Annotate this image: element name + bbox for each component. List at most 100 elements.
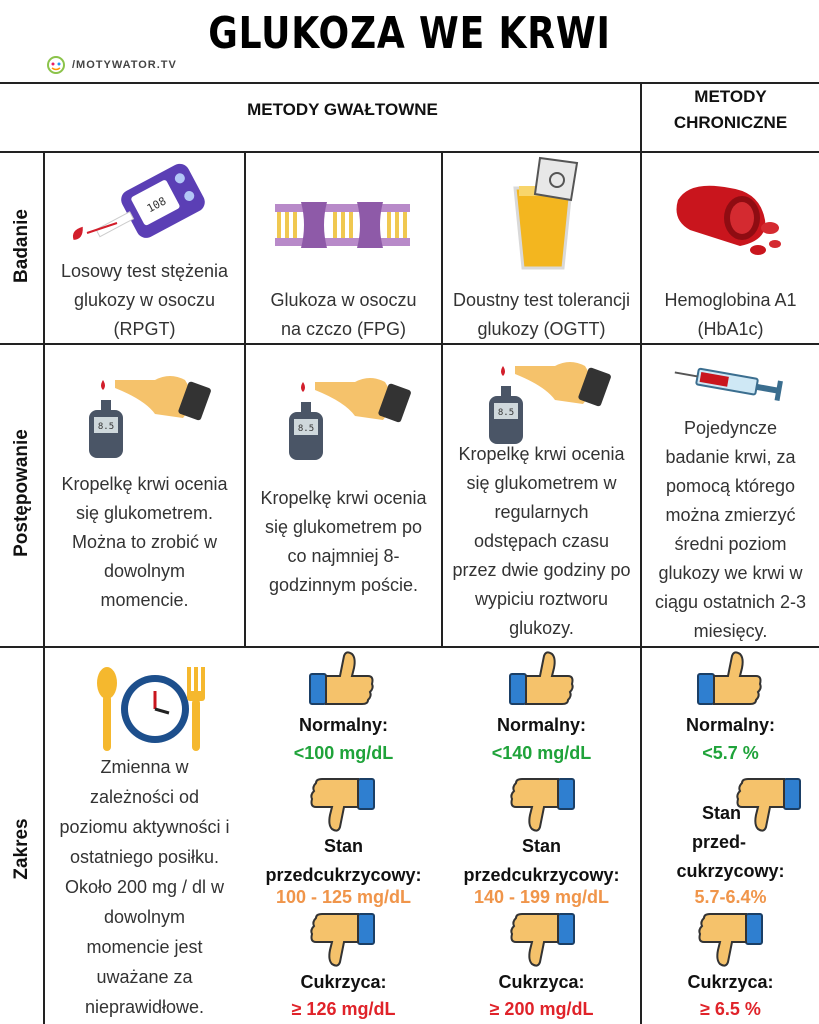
text-line: ciągu ostatnich 2-3 [654, 592, 807, 612]
text-line: Kropelkę krwi ocenia [458, 444, 625, 464]
text-line: uważane za [96, 967, 193, 987]
normal-value: <140 mg/dL [491, 743, 592, 763]
header-chronic-line2: CHRONICZNE [673, 113, 788, 132]
meter-display: 8.5 [98, 422, 114, 432]
text-line: wypiciu roztworu [474, 589, 609, 609]
cell-membrane-icon [275, 202, 410, 248]
normal-label: Normalny: [496, 715, 586, 735]
meter-display: 8.5 [298, 424, 314, 434]
header-acute-methods: METODY GWAŁTOWNE [247, 100, 438, 119]
text-line: poziomu aktywności i [59, 817, 230, 837]
text-line: się glukometrem. [75, 503, 214, 523]
prediabetes-value: 140 - 199 mg/dL [473, 887, 610, 907]
text-line: dowolnym [103, 907, 186, 927]
procedure-ogtt: Kropelkę krwi ocenia się glukometrem w r… [443, 440, 640, 643]
text-line: można zmierzyć [665, 505, 796, 525]
text-line: (HbA1c) [697, 319, 764, 339]
logo-text: /MOTYWATOR.TV [72, 59, 177, 71]
text-line: miesięcy. [693, 621, 768, 641]
logo-icon [47, 56, 65, 74]
text-line: średni poziom [674, 534, 787, 554]
prediabetes-label-line3: cukrzycowy: [676, 861, 785, 881]
text-line: się glukometrem w [466, 473, 617, 493]
prediabetes-label-line2: przedcukrzycowy: [463, 865, 620, 885]
diabetes-value: ≥ 6.5 % [700, 999, 761, 1019]
prediabetes-value: 5.7-6.4% [694, 887, 767, 907]
prediabetes-label-line1: Stan [702, 803, 742, 823]
text-line: Można to zrobić w [71, 532, 218, 552]
text-line: zależności od [89, 787, 200, 807]
test-name-ogtt: Doustny test tolerancji glukozy (OGTT) [443, 286, 640, 344]
glucose-drink-icon [513, 156, 579, 270]
diabetes-label: Cukrzyca: [498, 972, 585, 992]
prediabetes-label: Stan przed- cukrzycowy: [642, 799, 819, 886]
text-line: Losowy test stężenia [60, 261, 229, 281]
text-line: badanie krwi, za [665, 447, 796, 467]
text-line: glukozy. [509, 618, 574, 638]
thumbs-sideways-icon [510, 778, 575, 832]
syringe-icon [674, 367, 783, 402]
text-line: Kropelkę krwi ocenia [61, 474, 228, 494]
text-line: odstępach czasu [473, 531, 610, 551]
normal-label: Normalny: [685, 715, 775, 735]
prediabetes-label: Stan przedcukrzycowy: [246, 836, 441, 886]
prediabetes-value: 100 - 125 mg/dL [275, 887, 412, 907]
diabetes-label: Cukrzyca: [687, 972, 774, 992]
meal-clock-icon [97, 667, 205, 751]
text-line: przez dwie godziny po [452, 560, 631, 580]
normal-value: <5.7 % [702, 743, 759, 763]
thumbs-down-icon [698, 913, 763, 967]
logo: /MOTYWATOR.TV [44, 55, 177, 75]
grid-line [640, 82, 642, 1024]
grid-line [0, 82, 819, 84]
text-line: ostatniego posiłku. [69, 847, 220, 867]
procedure-hba1c: Pojedyncze badanie krwi, za pomocą które… [642, 414, 819, 646]
glucometer-icon: 108 [72, 163, 205, 240]
thumbs-up-icon [309, 651, 374, 705]
text-line: na czczo (FPG) [280, 319, 407, 339]
grid-line [0, 151, 819, 153]
text-line: glukozy we krwi w [658, 563, 803, 583]
prediabetes-label: Stan przedcukrzycowy: [443, 836, 640, 886]
text-line: Glukoza w osoczu [270, 290, 417, 310]
text-line: Doustny test tolerancji [452, 290, 631, 310]
page-title: GLUKOZA WE KRWI [208, 8, 611, 59]
finger-prick-icon: 8.5 [489, 362, 611, 444]
range-rpgt: Zmienna w zależności od poziomu aktywnoś… [45, 752, 244, 1022]
grid-line [43, 151, 45, 1024]
diabetes-value: ≥ 200 mg/dL [489, 999, 594, 1019]
test-name-fpg: Glukoza w osoczu na czczo (FPG) [246, 286, 441, 344]
diabetes-value: ≥ 126 mg/dL [291, 999, 396, 1019]
text-line: momencie jest [86, 937, 203, 957]
test-name-hba1c: Hemoglobina A1 (HbA1c) [642, 286, 819, 344]
grid-line [0, 646, 819, 648]
prediabetes-label-line1: Stan [323, 836, 363, 856]
text-line: glukozy w osoczu [73, 290, 216, 310]
normal-label: Normalny: [298, 715, 388, 735]
text-line: nieprawidłowe. [84, 997, 205, 1017]
red-blood-cells-icon [676, 185, 781, 255]
text-line: momencie. [100, 590, 189, 610]
text-line: regularnych [494, 502, 589, 522]
text-line: dowolnym [103, 561, 186, 581]
thumbs-down-icon [510, 913, 575, 967]
row-label-range: Zakres [11, 818, 32, 880]
prediabetes-label-line2: przedcukrzycowy: [265, 865, 422, 885]
prediabetes-label-line1: Stan [521, 836, 561, 856]
header-chronic-line1: METODY [694, 87, 767, 106]
grid-line [244, 151, 246, 646]
normal-value: <100 mg/dL [293, 743, 394, 763]
diabetes-label: Cukrzyca: [300, 972, 387, 992]
thumbs-sideways-icon [310, 778, 375, 832]
header-chronic-methods: METODY CHRONICZNE [642, 84, 819, 136]
text-line: godzinnym poście. [268, 575, 419, 595]
text-line: Około 200 mg / dl w [64, 877, 225, 897]
finger-prick-icon: 8.5 [89, 376, 211, 458]
meter-display: 8.5 [498, 408, 514, 418]
row-label-procedure: Postępowanie [11, 429, 32, 557]
thumbs-up-icon [697, 651, 762, 705]
text-line: pomocą którego [665, 476, 796, 496]
finger-prick-icon: 8.5 [289, 378, 411, 460]
text-line: Zmienna w [100, 757, 189, 777]
text-line: Hemoglobina A1 [664, 290, 797, 310]
